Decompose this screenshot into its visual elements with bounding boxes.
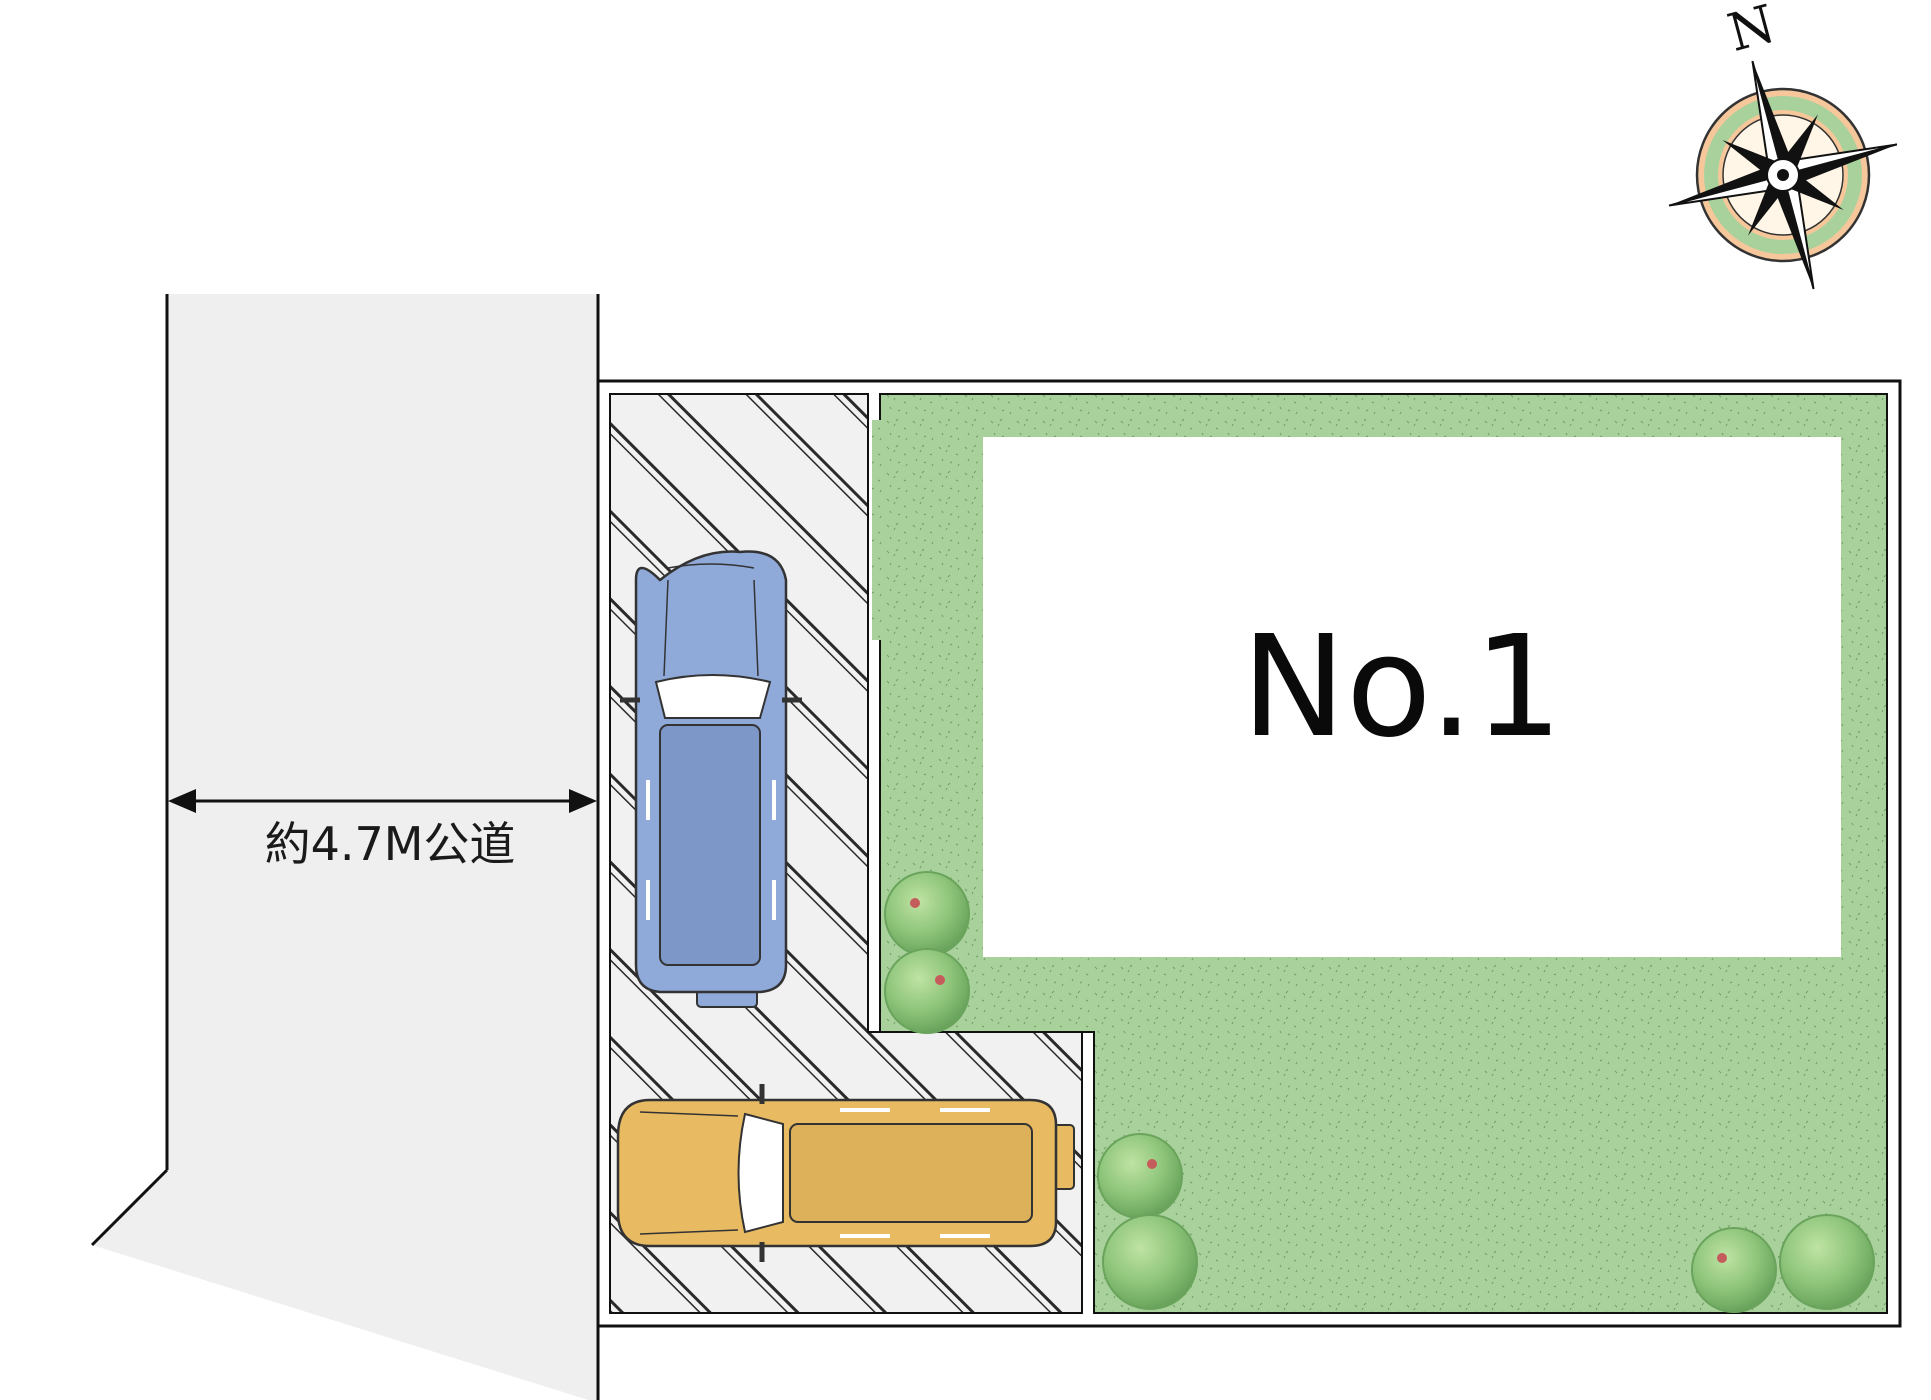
building-footprint [983,437,1841,957]
north-label: N [1722,0,1781,64]
compass-rose-icon [1668,60,1898,290]
shrub-icon [884,871,970,957]
lot-number: No.1 [1241,606,1563,769]
shrub-icon [1691,1227,1777,1313]
road-width-label: 約4.7M公道 [265,817,516,871]
shrub-icon [1779,1214,1875,1310]
dimension-arrow-icon [569,789,597,813]
shrub-icon [1097,1133,1183,1219]
shrub-icon [1102,1214,1198,1310]
car-icon [616,1084,1075,1262]
road-width-dimension [168,789,597,813]
shrub-icon [884,948,970,1034]
car-icon [620,550,802,1008]
dimension-arrow-icon [168,789,196,813]
